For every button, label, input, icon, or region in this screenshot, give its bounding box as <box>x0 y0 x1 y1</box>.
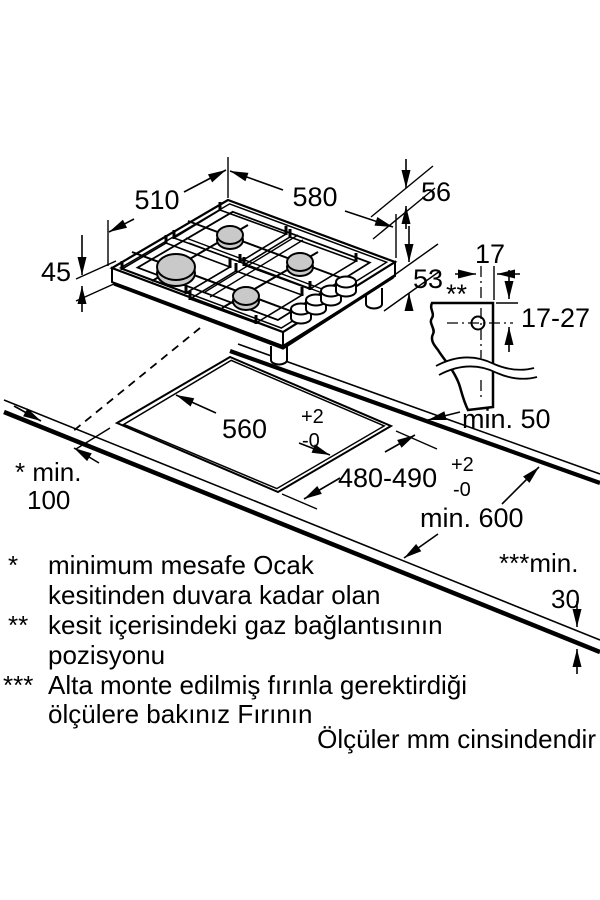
footnote-2-line2: pozisyonu <box>48 640 165 670</box>
dim-53-label: 53 <box>413 264 443 294</box>
clearance-depth-label: min. 600 <box>420 503 524 533</box>
dimension-arrows <box>13 159 582 674</box>
units-note: Ölçüler mm cinsindendir <box>317 724 596 754</box>
hob-grate-tray <box>135 210 372 321</box>
dim-510-label: 510 <box>134 185 179 215</box>
clearance-below-value: 30 <box>551 584 580 614</box>
cutout-depth-tol-minus: -0 <box>453 479 471 501</box>
footnote-3-line2: ölçülere bakınız Fırının <box>48 699 312 729</box>
control-knobs <box>290 275 357 325</box>
detail-dim-17-27-label: 17-27 <box>521 303 590 333</box>
dim-56-label: 56 <box>421 177 451 207</box>
detail-dim-17-label: 17 <box>475 239 505 269</box>
cutout-outline <box>114 355 394 494</box>
footnote-2-line1: kesit içerisindeki gaz bağlantısının <box>48 610 443 640</box>
footnote-1-line2: kesitinden duvara kadar olan <box>48 580 380 610</box>
extension-lines <box>75 157 518 510</box>
cutout-width-tol-plus: +2 <box>301 406 324 428</box>
worktop-front-edge-thin <box>3 399 600 641</box>
clearance-side-value: 100 <box>27 485 70 515</box>
hob-front-leg <box>270 346 288 366</box>
worktop-front-edge-thick <box>3 409 600 655</box>
clearance-below-prefix: ***min. <box>499 548 578 578</box>
detail-marker-label: ** <box>446 279 468 309</box>
dim-45-label: 45 <box>41 257 71 287</box>
gas-connection-detail <box>429 266 538 412</box>
footnote-1-marker: * <box>8 550 18 580</box>
footnote-2-marker: ** <box>8 610 28 640</box>
cutout-depth-label: 480-490 <box>338 463 437 493</box>
burner-back <box>216 225 244 250</box>
clearance-rear-label: min. 50 <box>462 404 551 434</box>
hob-bottom-lip <box>113 275 394 350</box>
worktop-rear-edge-thin <box>237 343 600 475</box>
pan-support-fingers <box>120 202 358 324</box>
footnote-3-line1: Alta monte edilmiş fırınla gerektirdiği <box>48 670 467 700</box>
worktop-drawing <box>3 327 600 655</box>
cutout-inner-edge <box>122 359 386 490</box>
footnotes: * minimum mesafe Ocak kesitinden duvara … <box>3 550 596 754</box>
cutout-depth-tol-plus: +2 <box>451 454 474 476</box>
burner-front <box>232 286 260 311</box>
burner-left-large <box>156 253 196 287</box>
dim-580-label: 580 <box>292 182 337 212</box>
dimension-labels: 510 580 56 53 45 17 17-27 ** 560 +2 -0 4… <box>15 177 590 614</box>
footnote-3-marker: *** <box>3 670 33 700</box>
burner-right <box>286 252 314 277</box>
break-line-lower <box>438 365 538 380</box>
burners <box>156 225 314 311</box>
footnote-1-line1: minimum mesafe Ocak <box>48 550 315 580</box>
hob-drawing <box>109 198 398 366</box>
centerlines <box>447 266 513 401</box>
cutout-width-label: 560 <box>222 414 267 444</box>
worktop-rear-edge-thick <box>229 349 600 485</box>
hob-rim <box>118 203 389 329</box>
break-line-upper <box>435 356 535 371</box>
clearance-side-prefix: * min. <box>15 457 81 487</box>
cutout-width-tol-minus: -0 <box>302 430 320 452</box>
